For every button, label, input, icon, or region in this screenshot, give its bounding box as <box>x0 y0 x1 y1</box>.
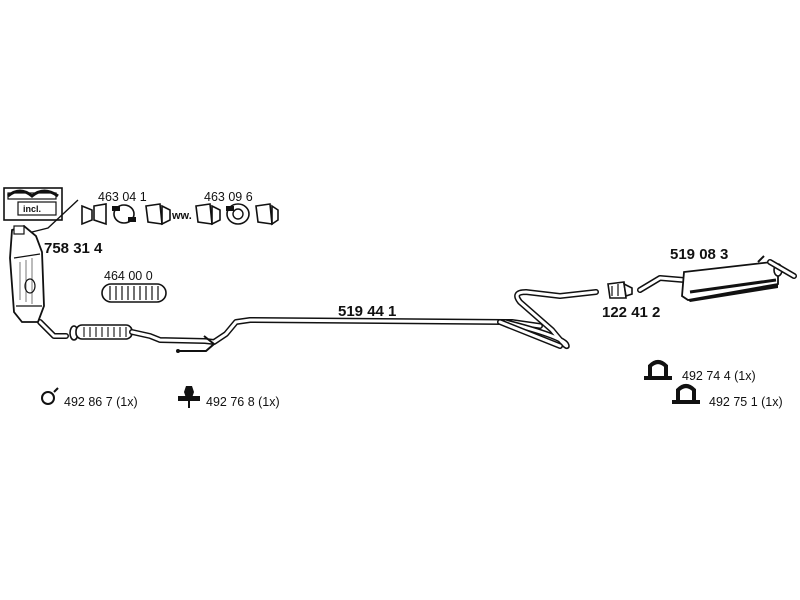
connector-label: 122 41 2 <box>602 304 660 321</box>
middle-pipe-label: 519 44 1 <box>338 303 396 320</box>
front-pipe <box>75 317 543 353</box>
incl-box: incl. <box>3 187 63 221</box>
clamp-2-label: 463 09 6 <box>204 190 253 204</box>
front-hanger-label: 492 76 8 (1x) <box>206 395 280 409</box>
clamp-set-1 <box>81 203 171 226</box>
clamp-link-label: ww. <box>171 210 192 222</box>
clamp-set-2 <box>195 203 279 226</box>
catalytic-converter <box>9 224 69 339</box>
incl-label: incl. <box>23 204 41 214</box>
connector-sleeve <box>607 281 633 299</box>
flex-pipe-label: 464 00 0 <box>104 269 153 283</box>
incl-leader-line <box>31 199 79 233</box>
flex-pipe <box>101 283 167 303</box>
rear-hanger-2-label: 492 75 1 (1x) <box>709 395 783 409</box>
clamp-1-label: 463 04 1 <box>98 190 147 204</box>
middle-pipe <box>497 289 599 350</box>
ring-icon <box>41 387 59 405</box>
rear-silencer-label: 519 08 3 <box>670 246 728 263</box>
cat-converter-label: 758 31 4 <box>44 240 103 257</box>
rubber-mount-icon-2 <box>672 384 700 404</box>
rubber-mount-icon <box>644 360 672 380</box>
rear-hanger-1-label: 492 74 4 (1x) <box>682 369 756 383</box>
rear-silencer <box>637 255 797 302</box>
ring-label: 492 86 7 (1x) <box>64 395 138 409</box>
hanger-icon <box>178 386 200 408</box>
